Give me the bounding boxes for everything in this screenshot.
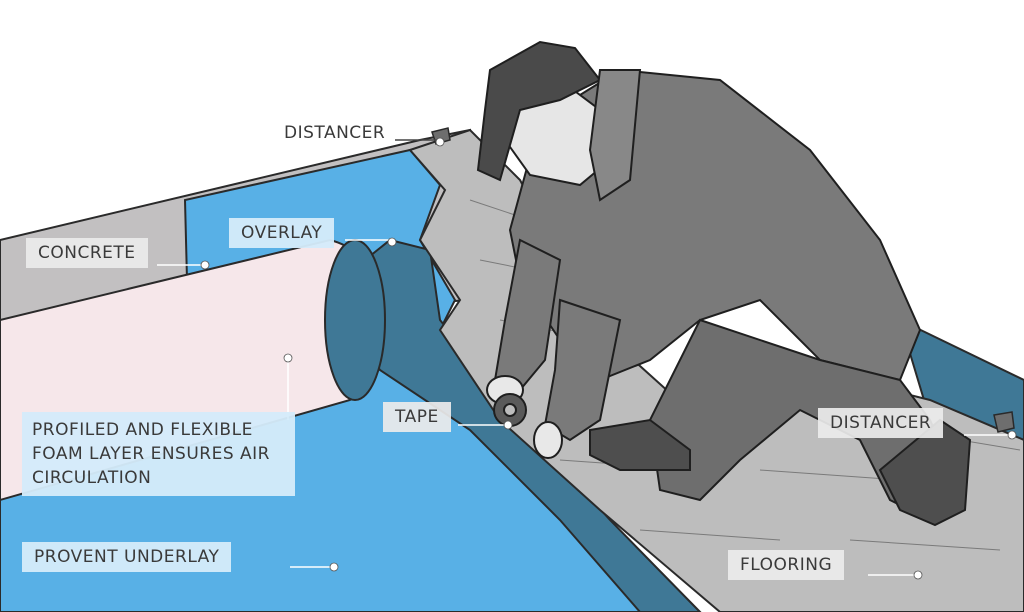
- leader-lines: [157, 239, 1012, 576]
- worker-figure: [476, 40, 972, 527]
- distancer-right-clip: [993, 411, 1015, 433]
- label-concrete: CONCRETE: [26, 238, 148, 268]
- underlay-strip-right: [898, 318, 1024, 462]
- label-overlay: OVERLAY: [229, 218, 335, 248]
- label-flooring: FLOORING: [728, 550, 845, 580]
- label-distancer-right: DISTANCER: [818, 408, 944, 438]
- label-tape: TAPE: [383, 402, 451, 432]
- foam-roll-end: [324, 239, 386, 401]
- label-foam-layer: PROFILED AND FLEXIBLE FOAM LAYER ENSURES…: [22, 412, 295, 496]
- leader-dots: [200, 137, 1017, 580]
- label-distancer-top: DISTANCER: [284, 123, 386, 143]
- label-provent-underlay: PROVENT UNDERLAY: [22, 542, 232, 572]
